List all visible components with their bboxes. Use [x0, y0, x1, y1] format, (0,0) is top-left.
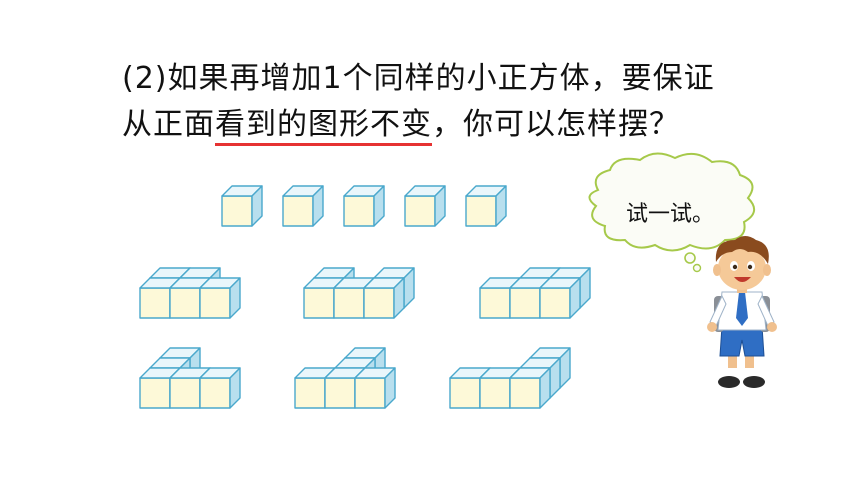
question-line-1: (2)如果再增加1个同样的小正方体，要保证	[122, 61, 715, 96]
unit-cube	[404, 185, 446, 227]
unit-cube	[282, 185, 324, 227]
unit-cube	[199, 277, 241, 319]
unit-cube	[363, 277, 405, 319]
unit-cube	[221, 185, 263, 227]
boy-character	[707, 236, 777, 388]
unit-cube	[509, 367, 551, 409]
underlined-phrase: 看到的图形不变	[215, 107, 432, 146]
bubble-text: 试一试。	[625, 202, 714, 227]
question-line-2-end: ，你可以怎样摆？	[432, 107, 680, 142]
question-text: (2)如果再增加1个同样的小正方体，要保证 从正面看到的图形不变，你可以怎样摆？	[122, 56, 782, 148]
unit-cube	[343, 185, 385, 227]
thought-bubble	[588, 152, 755, 273]
unit-cube	[354, 367, 396, 409]
cube-arrangements	[139, 185, 591, 409]
question-line-2-start: 从正面	[122, 107, 215, 142]
question-line-2: 从正面看到的图形不变，你可以怎样摆？	[122, 102, 782, 148]
unit-cube	[199, 367, 241, 409]
unit-cube	[465, 185, 507, 227]
unit-cube	[539, 277, 581, 319]
